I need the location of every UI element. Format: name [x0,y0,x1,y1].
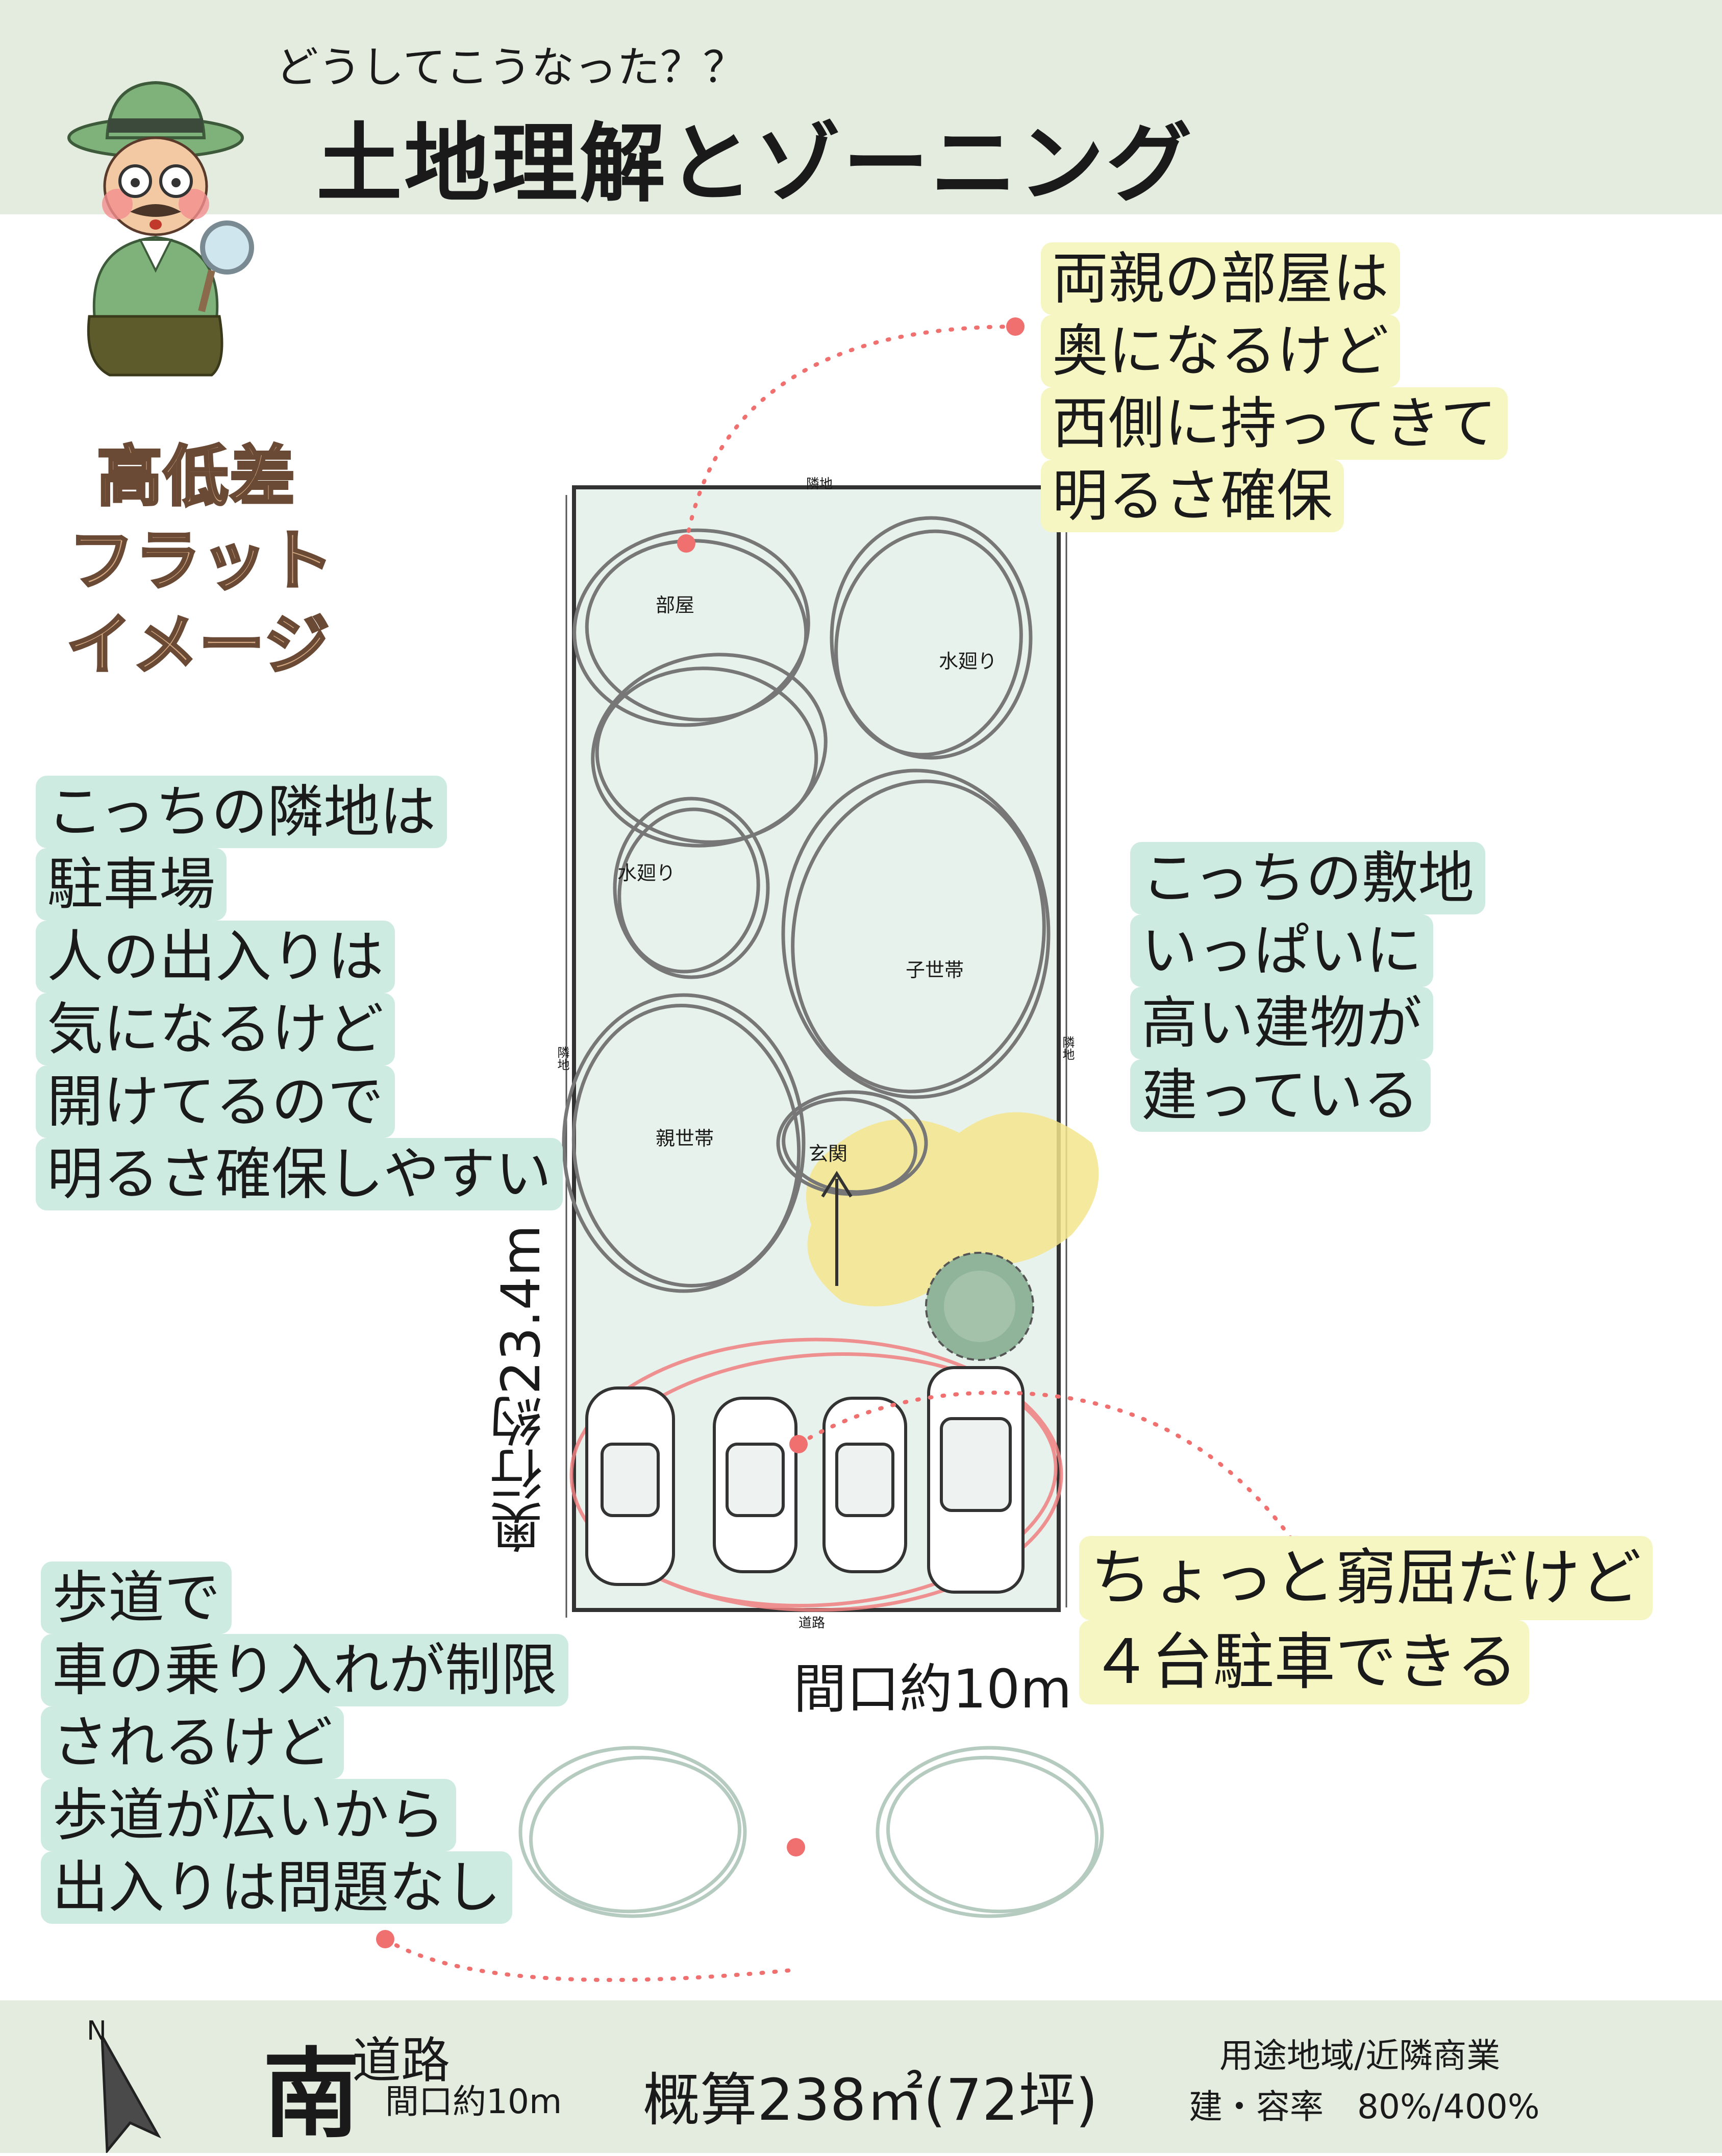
parent-household-label: 親世帯 [656,1127,714,1150]
header-subtitle: どうしてこうなった？？ [276,42,746,92]
detective-mascot-icon [67,81,254,377]
note-sidewalk: 歩道で 車の乗り入れが制限 されるけど 歩道が広いから 出入りは問題なし [41,1562,568,1924]
edge-label-left: 隣地 [555,1046,569,1071]
note-tall-buildings: こっちの敷地 いっぱいに 高い建物が 建っている [1130,842,1486,1132]
coverage-floor-ratio: 建・容率 80%/400% [1189,2087,1540,2126]
header-band [0,0,1722,214]
edge-label-bottom: 道路 [798,1616,826,1631]
north-label: N [87,2016,107,2046]
frontage-dimension: 間口約10m [793,1658,1072,1720]
edge-label-right: 隣地 [1060,1036,1075,1060]
zoning-district: 用途地域/近隣商業 [1219,2036,1501,2075]
entrance-label: 玄関 [809,1143,848,1165]
site-area: 概算238㎡(72坪) [643,2067,1098,2134]
side-word-image: イメージ [65,606,331,685]
south-direction: 南 [263,2038,360,2151]
note-neighbor-parking: こっちの隣地は 駐車場 人の出入りは 気になるけど 開けてるので 明るさ確保しや… [36,776,563,1210]
car-icon [585,1366,1025,1594]
room-label: 部屋 [656,594,695,616]
north-arrow-icon [101,2035,161,2153]
depth-dimension: 奥行約23.4m [490,1225,552,1554]
tree-icon [925,1252,1034,1361]
wet-area-mid-label: 水廻り [617,862,676,884]
side-word-flat: フラット [67,522,335,601]
edge-label-top: 隣地 [806,477,833,492]
footer-frontage: 間口約10m [385,2082,562,2121]
wet-area-top-label: 水廻り [939,650,997,673]
road-word: 道路 [352,2032,450,2089]
child-household-label: 子世帯 [906,959,964,981]
note-parents-room: 両親の部屋は 奥になるけど 西側に持ってきて 明るさ確保 [1041,242,1508,532]
side-word-height: 高低差 [95,438,296,516]
footer-band [0,2000,1722,2153]
page-title: 土地理解とゾーニング [316,114,1194,214]
note-four-cars: ちょっと窮屈だけど ４台駐車できる [1079,1536,1653,1704]
